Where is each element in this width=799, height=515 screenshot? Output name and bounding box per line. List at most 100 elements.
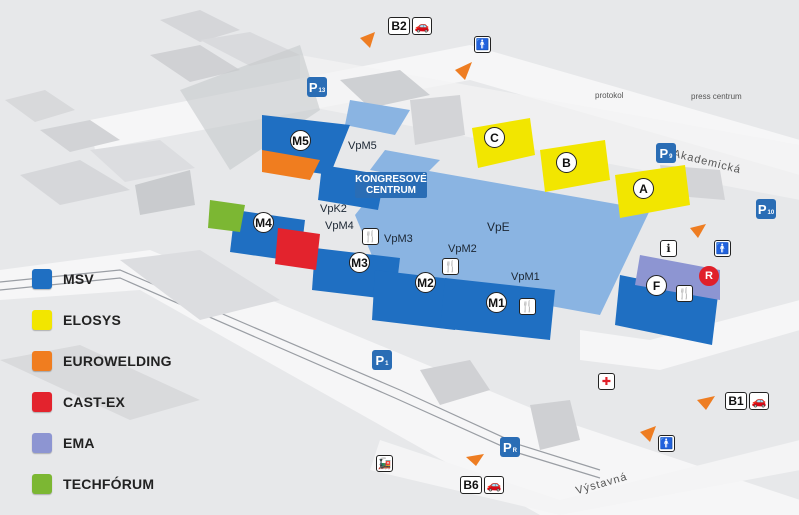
road-vystavna [370, 440, 799, 515]
person-icon: 🚹 [474, 36, 491, 53]
building-grey [90, 140, 195, 182]
legend-item-elosys: ELOSYS [32, 299, 172, 340]
building-grey [150, 45, 240, 82]
car-icon: 🚗 [749, 392, 769, 410]
zone-north-link [345, 100, 410, 135]
kongres-line-2: CENTRUM [366, 185, 416, 196]
legend: MSV ELOSYS EUROWELDING CAST-EX EMA TECHF… [32, 258, 172, 504]
parking-number: 9 [669, 154, 673, 160]
legend-swatch [32, 432, 52, 453]
gate-b1[interactable]: B1 [725, 392, 747, 410]
gate-b6[interactable]: B6 [460, 476, 482, 494]
car-icon: 🚗 [412, 17, 432, 35]
gate-marker [466, 454, 484, 466]
restaurant-icon: 🍴 [362, 228, 379, 245]
legend-item-eurowelding: EUROWELDING [32, 340, 172, 381]
note-press-centrum: press centrum [691, 92, 742, 101]
legend-label: MSV [63, 270, 94, 287]
rail-line-2 [0, 277, 601, 479]
car-icon: 🚗 [484, 476, 504, 494]
building-grey [340, 70, 430, 108]
hall-marker-a[interactable]: A [633, 178, 654, 199]
legend-item-ema: EMA [32, 422, 172, 463]
kongres-line-1: KONGRESOVÉ [355, 174, 427, 185]
parking-letter: P [502, 439, 512, 455]
person-icon: 🚹 [658, 435, 675, 452]
building-grey [530, 400, 580, 450]
legend-label: ELOSYS [63, 311, 121, 328]
restaurant-icon: 🍴 [676, 285, 693, 302]
gate-marker [690, 224, 706, 238]
building-grey [160, 10, 240, 42]
hall-marker-r[interactable]: R [699, 266, 719, 286]
parking-letter: P [308, 79, 318, 95]
hall-marker-m3[interactable]: M3 [349, 252, 370, 273]
building-grey [420, 360, 490, 405]
zone-label-vpm4: VpM4 [325, 220, 354, 232]
zone-label-vpe: VpE [487, 220, 510, 234]
zone-label-vpk2: VpK2 [320, 203, 347, 215]
hall-marker-f[interactable]: F [646, 275, 667, 296]
hall-marker-c[interactable]: C [484, 127, 505, 148]
zone-label-vpm3: VpM3 [384, 233, 413, 245]
parking-lot-p13 [180, 45, 320, 170]
parking-letter: P [757, 201, 767, 217]
legend-swatch [32, 309, 52, 330]
building-grey [410, 95, 465, 145]
hall-castex [275, 228, 320, 270]
restaurant-icon: 🍴 [519, 298, 536, 315]
legend-item-techforum: TECHFÓRUM [32, 463, 172, 504]
legend-swatch [32, 268, 52, 289]
legend-swatch [32, 391, 52, 412]
rail-line-1 [0, 269, 601, 471]
parking-letter: P [659, 145, 669, 161]
restaurant-icon: 🍴 [442, 258, 459, 275]
legend-swatch [32, 473, 52, 494]
gate-marker [455, 62, 472, 80]
hall-marker-m1[interactable]: M1 [486, 292, 507, 313]
legend-label: EUROWELDING [63, 352, 172, 369]
building-grey [135, 170, 195, 215]
note-protokol: protokol [595, 91, 624, 100]
first-aid-icon: ✚ [598, 373, 615, 390]
hall-marker-m2[interactable]: M2 [415, 272, 436, 293]
building-grey [120, 250, 280, 320]
gate-marker [360, 32, 375, 48]
legend-label: CAST-EX [63, 393, 126, 410]
person-icon: 🚹 [714, 240, 731, 257]
hall-m2-block [372, 270, 460, 330]
hall-eurowelding [262, 150, 320, 180]
legend-item-msv: MSV [32, 258, 172, 299]
building-grey [20, 160, 130, 205]
zone-label-vpm1: VpM1 [511, 271, 540, 283]
info-icon: ℹ [660, 240, 677, 257]
building-grey [5, 90, 75, 122]
legend-label: EMA [63, 434, 95, 451]
kongres-centrum-label[interactable]: KONGRESOVÉ CENTRUM [355, 172, 427, 198]
parking-number: 10 [767, 210, 775, 216]
parking-number: 1 [385, 361, 389, 367]
gate-marker [697, 396, 715, 410]
gate-marker [640, 426, 656, 442]
zone-label-vpm2: VpM2 [448, 243, 477, 255]
hall-marker-b[interactable]: B [556, 152, 577, 173]
parking-number: R [512, 448, 517, 454]
hall-marker-m4[interactable]: M4 [253, 212, 274, 233]
train-icon: 🚂 [376, 455, 393, 472]
parking-letter: P [375, 352, 385, 368]
gate-b2[interactable]: B2 [388, 17, 410, 35]
legend-swatch [32, 350, 52, 371]
legend-item-castex: CAST-EX [32, 381, 172, 422]
hall-techforum [208, 200, 245, 232]
parking-number: 13 [318, 88, 326, 94]
hall-marker-m5[interactable]: M5 [290, 130, 311, 151]
legend-label: TECHFÓRUM [63, 475, 155, 492]
building-grey [40, 120, 120, 152]
